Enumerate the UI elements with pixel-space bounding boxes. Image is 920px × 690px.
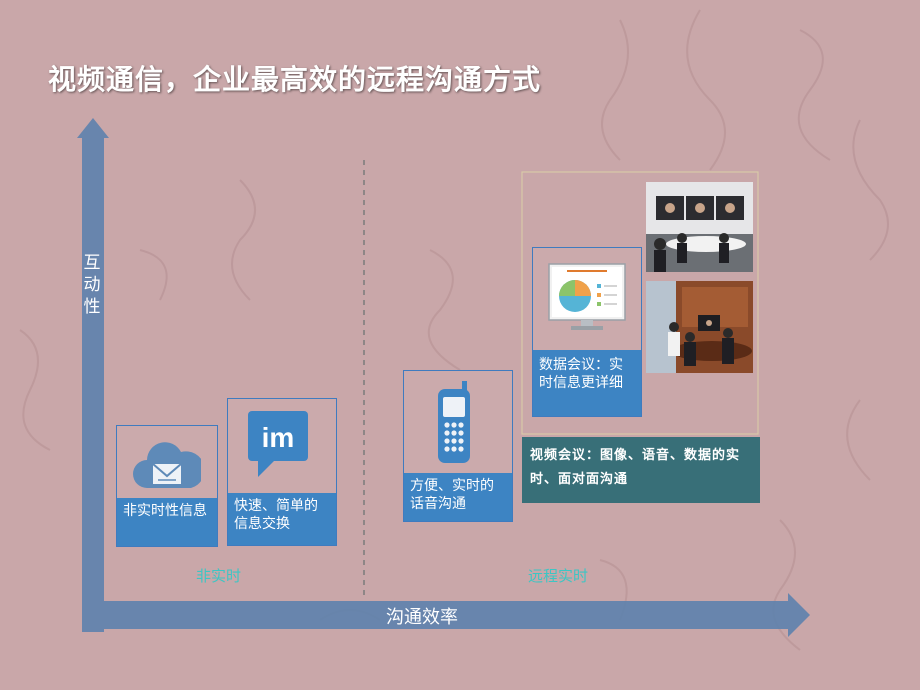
video-conference-photo-1 [646, 182, 753, 272]
card-data-conference: 数据会议：实时信息更详细 [532, 247, 642, 417]
video-conference-frame [521, 171, 759, 435]
x-axis-label: 沟通效率 [386, 607, 458, 628]
card-im-label: 快速、简单的信息交换 [228, 493, 336, 545]
y-axis-arrow [77, 118, 109, 632]
card-phone: 方便、实时的话音沟通 [403, 370, 513, 522]
category-remote-realtime: 远程实时 [528, 567, 589, 585]
monitor-pie-chart-icon [548, 263, 626, 330]
card-phone-label: 方便、实时的话音沟通 [404, 473, 512, 521]
svg-text:im: im [262, 422, 295, 453]
video-conference-photo-2 [646, 281, 753, 373]
cloud-mail-icon [133, 442, 201, 488]
card-email: 非实时性信息 [116, 425, 218, 547]
mobile-phone-icon [438, 381, 470, 463]
card-data-conference-label: 数据会议：实时信息更详细 [533, 350, 641, 416]
video-conference-note: 视频会议：图像、语音、数据的实时、面对面沟通 [522, 437, 760, 503]
card-email-label: 非实时性信息 [117, 498, 217, 546]
y-axis-label: 互 动 性 [83, 253, 101, 317]
chat-bubble-icon: im [248, 411, 308, 477]
page-title: 视频通信，企业最高效的远程沟通方式 [48, 63, 542, 96]
x-axis-arrow [104, 593, 810, 637]
category-non-realtime: 非实时 [196, 567, 242, 585]
card-im: im 快速、简单的信息交换 [227, 398, 337, 546]
